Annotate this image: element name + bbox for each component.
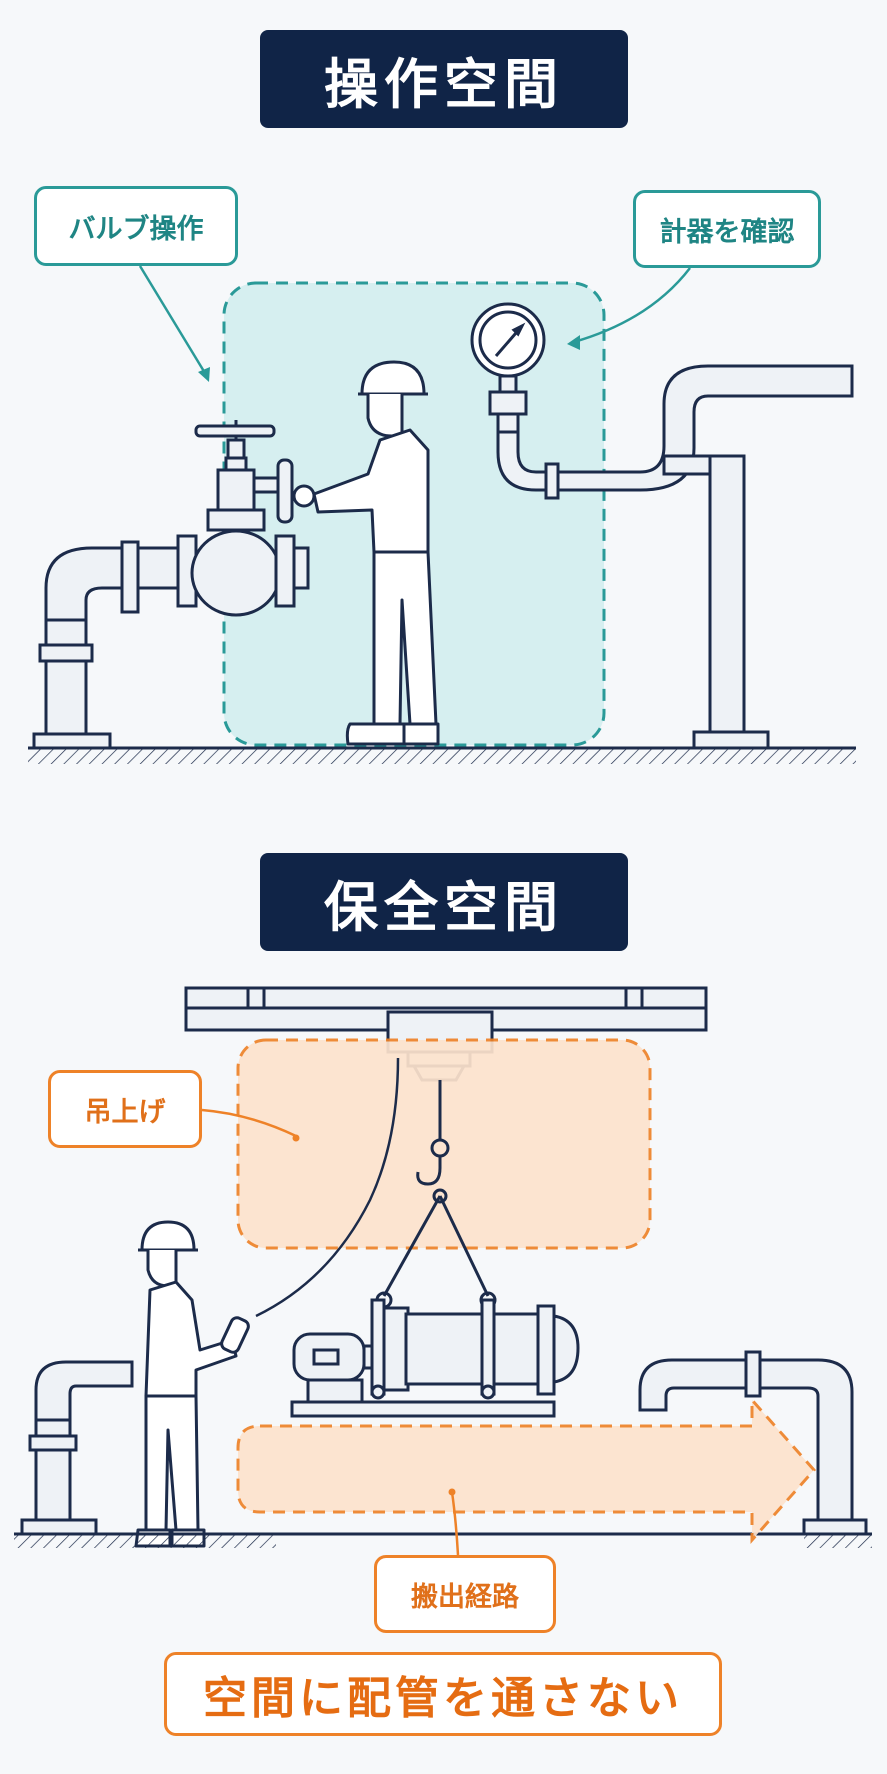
callout-leader-gauge xyxy=(567,267,691,350)
pendant-cable xyxy=(255,1057,400,1318)
ground-operation xyxy=(28,746,856,764)
callout-valve-operation: バルブ操作 xyxy=(34,186,238,266)
right-pipe-maintenance xyxy=(638,1350,868,1536)
arrow-right-icon xyxy=(236,1396,817,1544)
right-pipe xyxy=(544,364,854,750)
callout-leader-route xyxy=(448,1488,460,1556)
left-pipe-maintenance xyxy=(20,1360,134,1536)
valve-handwheel xyxy=(252,458,294,524)
lift-zone xyxy=(236,1038,652,1250)
worker-icon xyxy=(134,1220,250,1548)
motor-pump-icon xyxy=(290,1298,580,1418)
callout-removal-route: 搬出経路 xyxy=(374,1555,556,1633)
operation-space-title: 操作空間 xyxy=(260,30,628,128)
callout-check-gauge: 計器を確認 xyxy=(633,190,821,268)
maintenance-space-title: 保全空間 xyxy=(260,853,628,951)
callout-leader-lift xyxy=(201,1108,300,1142)
valve-icon xyxy=(136,420,310,617)
callout-leader-valve xyxy=(138,265,210,382)
worker-icon xyxy=(292,360,440,746)
bottom-message: 空間に配管を通さない xyxy=(164,1652,722,1736)
ground-maintenance xyxy=(14,1532,872,1548)
callout-lifting: 吊上げ xyxy=(48,1070,202,1148)
